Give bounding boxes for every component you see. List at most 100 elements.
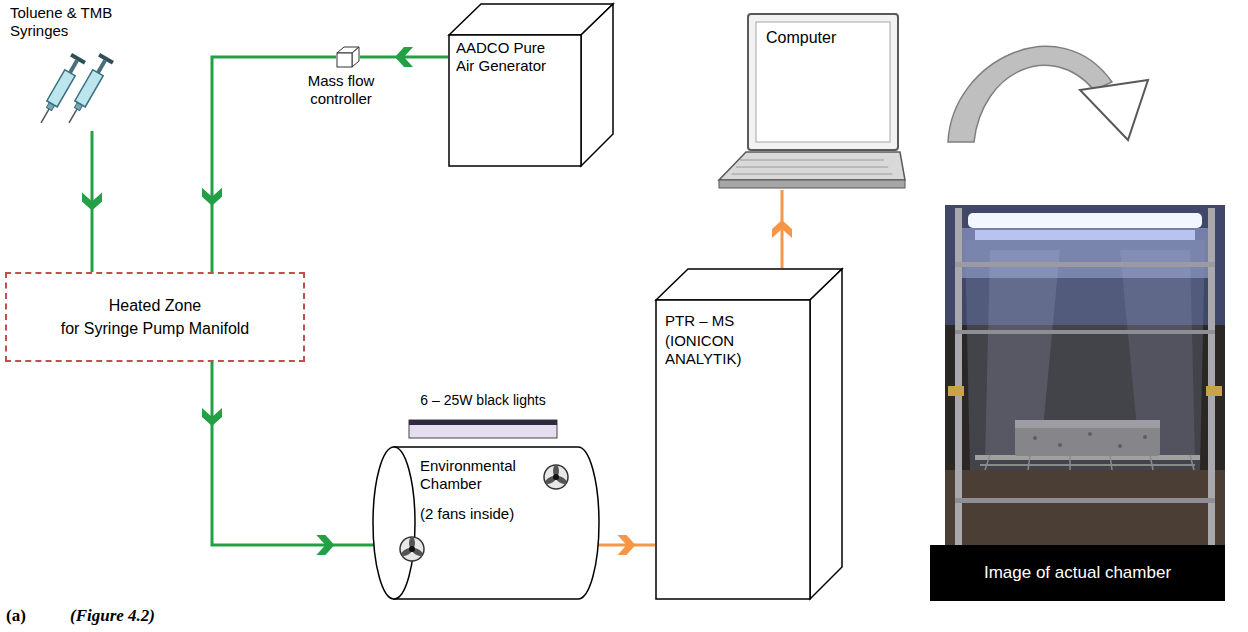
fan-icon [544,465,568,489]
flow-line [212,362,374,545]
environmental-chamber: Environmental Chamber (2 fans inside) [372,445,602,601]
node-text: Image of actual chamber [930,563,1225,583]
chamber-photo-part [1033,436,1037,440]
chamber-photo-part [985,455,990,470]
chamber-photo-part [1143,435,1147,439]
syringes-drawing [34,53,114,127]
text-area: Heated Zonefor Syringe Pump Manifold [7,296,303,338]
node-text: 6 – 25W black lights [401,392,565,409]
black-light-bar: 6 – 25W black lights [405,392,561,440]
chamber-photo [945,205,1225,545]
lamp-bar [409,420,557,438]
syringe-barrel [75,70,103,107]
box3d-drawing [449,4,613,166]
node-text: (IONICON ANALYTIK) [665,332,765,368]
chamber-photo-part [1208,208,1215,545]
chamber-photo-part [948,386,964,396]
chevron-arrowhead [316,535,334,555]
node-text: (2 fans inside) [420,505,540,523]
chamber-photo-part [945,470,1225,545]
node-text: Computer [766,28,876,47]
text-area: 6 – 25W black lights [401,392,565,409]
air-generator-box: AADCO Pure Air Generator [448,3,614,167]
chamber-photo-part [965,240,1205,470]
syringe-barrel [47,70,75,107]
flow-connector-group [82,131,102,272]
node-text: Environmental Chamber [420,457,540,493]
chevron-arrowhead [772,220,792,238]
chamber-photo-part [980,464,1195,466]
keyboard-row [736,167,888,168]
chamber-photo-part [1015,420,1160,428]
text-area: PTR – MS (IONICON ANALYTIK) [665,312,765,368]
laptop-base [719,180,905,188]
chamber-photo-part [968,213,1202,228]
chamber-photo-part [1015,420,1160,456]
fan-housing [544,465,568,489]
flow-connector-group [360,47,448,67]
box-side-face [810,269,842,599]
syringe-plunger [68,60,78,74]
chevron-arrowhead [618,535,636,555]
chamber-photo-part [975,230,1195,240]
flow-controller: Mass flow controller [296,46,386,114]
chamber-photo-part [955,262,1215,267]
text-area: Mass flow controller [296,72,386,108]
flow-connector-group [202,57,336,272]
box-front-face [656,300,810,599]
syringe-plunger [96,60,106,74]
curved-arrow-part [1080,80,1148,140]
node-text: for Syringe Pump Manifold [7,319,303,338]
box-side-face [581,4,613,166]
cylinder-drawing [373,447,599,599]
chevron-arrowhead [202,408,222,426]
chevron-arrowhead [202,188,222,206]
chamber-photo-part [1110,455,1112,470]
cube-drawing [337,47,359,67]
syringe-thumb [70,53,86,64]
photo-caption: Image of actual chamber [930,545,1225,601]
node-text: Mass flow controller [296,72,386,108]
box-front-face [449,35,581,166]
laptop-display [756,22,890,142]
syringe-icon [34,53,86,127]
chamber-photo-part [1206,386,1222,396]
node-text: Toluene & TMB Syringes [10,4,130,40]
cylinder-body [394,447,599,599]
figure-label: (Figure 4.2) [70,606,155,626]
text-area: AADCO Pure Air Generator [456,39,561,75]
curved-arrow [948,46,1148,142]
heated-zone-box: Heated Zonefor Syringe Pump Manifold [5,272,305,362]
cube-outline [336,46,360,68]
chamber-photo-part [955,498,1215,503]
chamber-photo-part [1069,455,1071,470]
laptop-keyboard [719,152,905,180]
box3d-drawing [656,269,842,599]
fan-icon [400,537,424,561]
flow-line [212,57,336,272]
node-text: PTR – MS [665,312,765,330]
syringe-thumb [98,53,114,64]
chamber-photo-part [955,208,962,545]
chamber-photo-part [1150,455,1153,470]
chevron-arrowhead [82,193,102,211]
chamber-photo-part [955,330,1215,334]
syringe-icon [62,53,114,127]
flow-connector-group [598,535,655,555]
laptop-drawing [719,14,905,188]
cylinder-end [373,447,415,599]
text-area: Image of actual chamber [930,563,1225,583]
cube-front [337,53,352,67]
computer-laptop: Computer [718,12,906,190]
cube-side [352,47,359,67]
chamber-photo-part [945,205,1225,545]
text-area: Toluene & TMB Syringes [10,4,130,40]
syringe-source: Toluene & TMB Syringes [10,4,135,129]
box3d-outline [448,3,614,167]
flow-connector-group [202,362,374,555]
chamber-photo-part [1118,444,1122,448]
chevron-arrowhead [395,47,413,67]
